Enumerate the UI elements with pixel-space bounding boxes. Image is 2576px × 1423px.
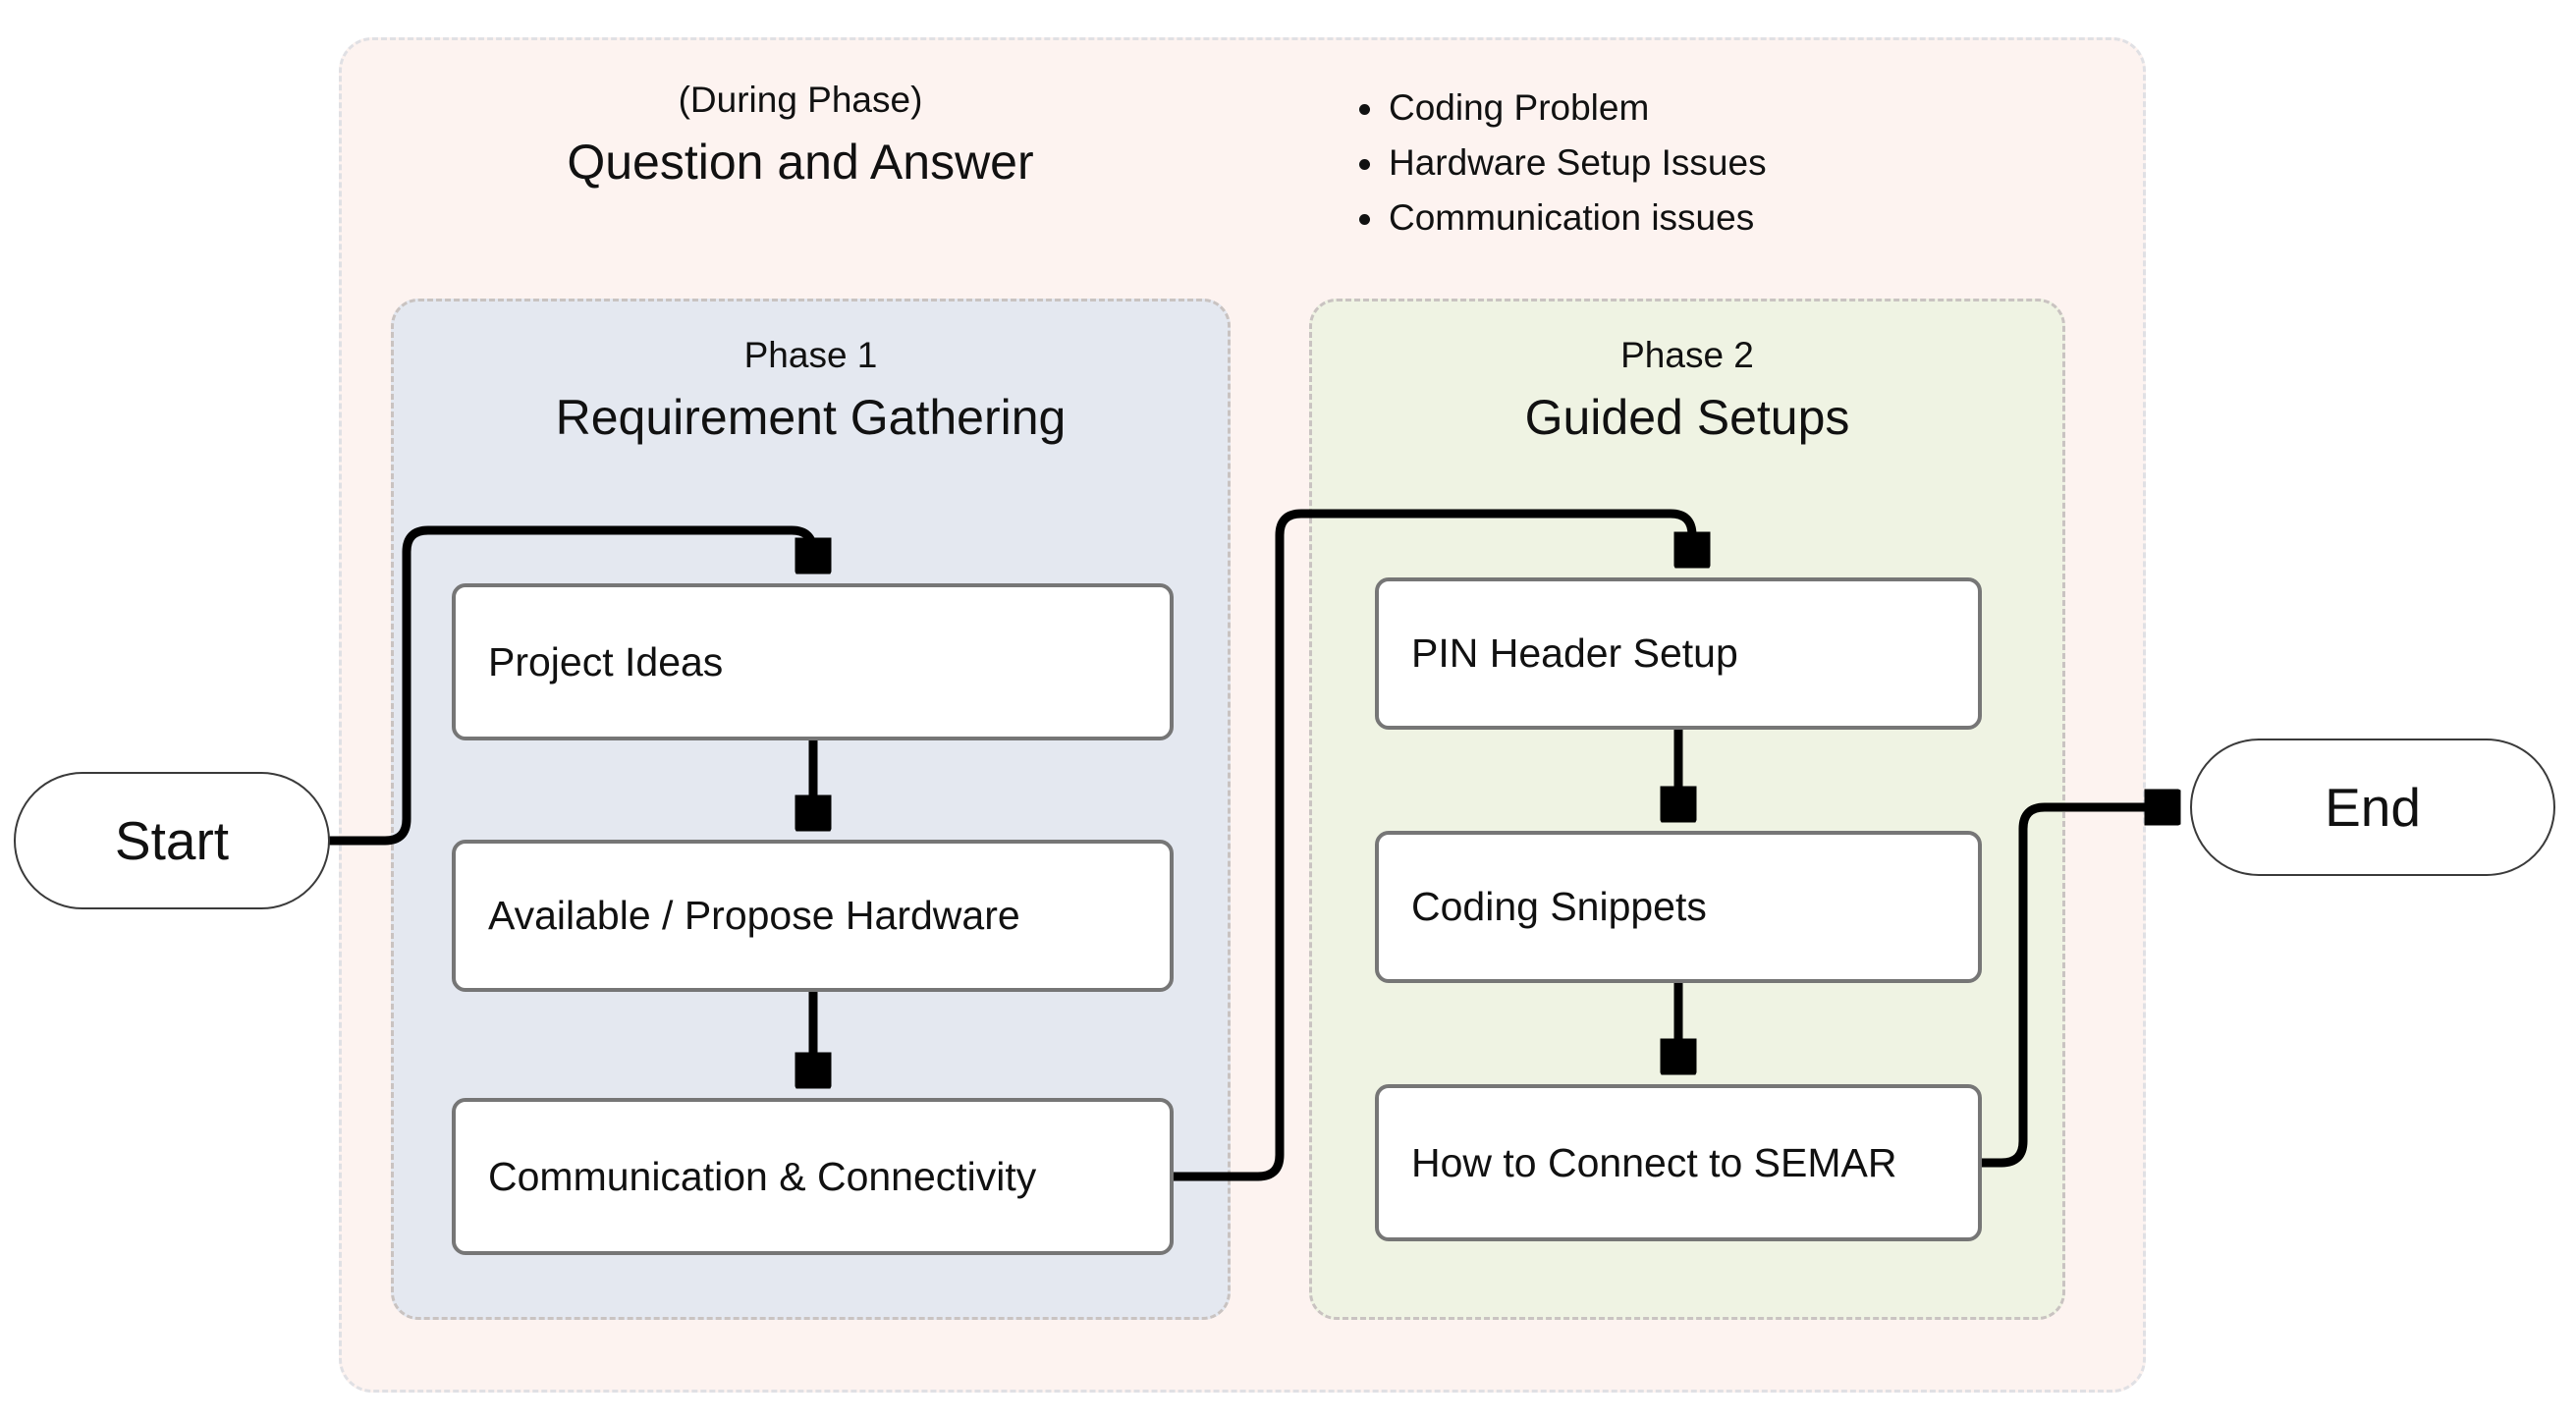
node-available-propose-hardware[interactable]: Available / Propose Hardware [452,840,1174,992]
question-answer-heading: (During Phase) Question and Answer [393,77,1208,193]
phase-1-title: Requirement Gathering [555,390,1067,446]
node-end[interactable]: End [2190,739,2555,876]
issue-list: Coding Problem Hardware Setup Issues Com… [1353,81,1767,246]
node-communication-connectivity[interactable]: Communication & Connectivity [452,1098,1174,1255]
node-coding-snippets[interactable]: Coding Snippets [1375,831,1982,983]
node-pin-header-setup[interactable]: PIN Header Setup [1375,577,1982,730]
node-start[interactable]: Start [14,772,330,909]
phase-2-heading: Phase 2 Guided Setups [1309,332,2065,449]
list-item: Hardware Setup Issues [1353,136,1767,191]
phase-2-title: Guided Setups [1524,390,1850,446]
list-item: Communication issues [1353,191,1767,246]
node-project-ideas[interactable]: Project Ideas [452,583,1174,740]
node-how-to-connect-to-semar[interactable]: How to Connect to SEMAR [1375,1084,1982,1241]
list-item: Coding Problem [1353,81,1767,136]
question-answer-title: Question and Answer [567,135,1034,191]
during-phase-label: (During Phase) [678,80,923,120]
phase-1-label: Phase 1 [743,335,878,375]
phase-1-heading: Phase 1 Requirement Gathering [391,332,1231,449]
phase-2-label: Phase 2 [1620,335,1754,375]
